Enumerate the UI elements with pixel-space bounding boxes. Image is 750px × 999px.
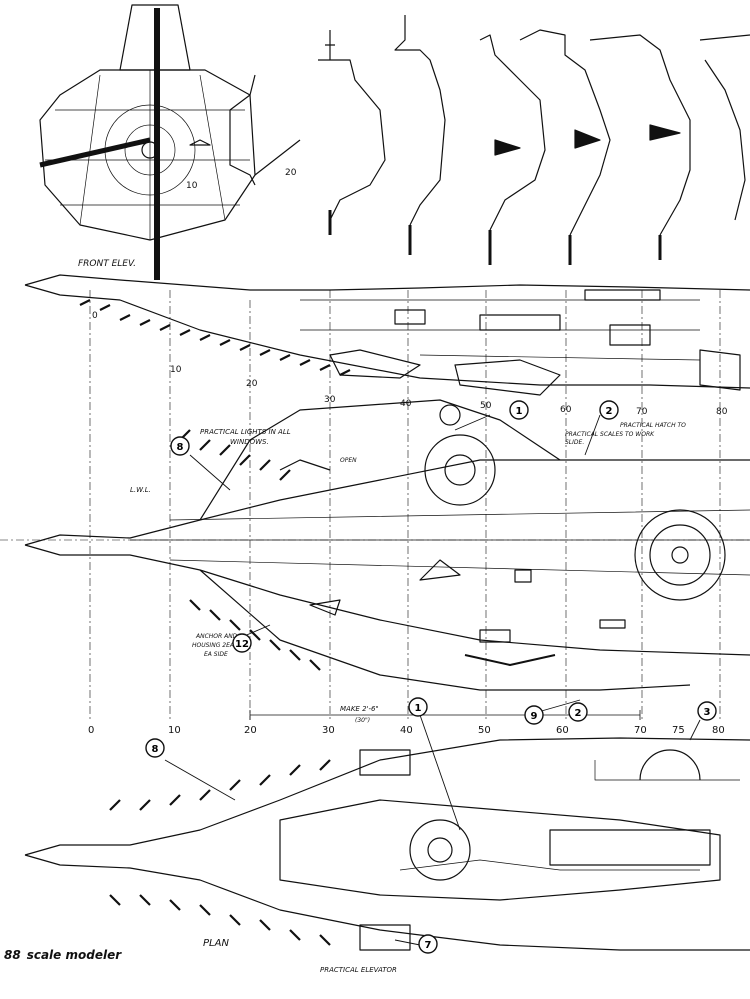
scale-tick: 80 [712, 725, 725, 736]
svg-text:1: 1 [516, 406, 523, 417]
practical-hatch-note: PRACTICAL HATCH TO [620, 422, 686, 429]
plan-label: PLAN [203, 938, 229, 949]
callout-2-lower: 2 [568, 702, 588, 722]
section-number: 10 [186, 181, 198, 191]
svg-text:8: 8 [177, 442, 184, 453]
scale-tick: 0 [88, 725, 94, 736]
practical-elevator-note: PRACTICAL ELEVATOR [320, 966, 397, 974]
anchor-note-3: EA SIDE [204, 651, 228, 658]
practical-lights-note: PRACTICAL LIGHTS IN ALL [200, 428, 291, 436]
callout-1-upper: 1 [509, 400, 529, 420]
section-number: 20 [285, 168, 297, 178]
scale-tick: 40 [400, 725, 413, 736]
make-length-sub: (30") [355, 717, 370, 724]
scale-tick: 30 [322, 725, 335, 736]
callout-9: 9 [524, 705, 544, 725]
front-elev-label: FRONT ELEV. [78, 259, 136, 269]
lwl-label: L.W.L. [130, 486, 151, 494]
callout-3: 3 [697, 701, 717, 721]
front-elevation-view [39, 4, 256, 280]
callout-12: 12 [232, 633, 252, 653]
scale-tick: 75 [672, 725, 685, 736]
practical-scales-note: PRACTICAL SCALES TO WORK [565, 431, 655, 438]
page-footer: 88 scale modeler [4, 948, 121, 962]
scale-tick: 50 [480, 401, 492, 411]
callout-7: 7 [418, 934, 438, 954]
svg-text:2: 2 [575, 708, 582, 719]
practical-hatch-note-2: SLIDE. [565, 439, 584, 446]
scale-tick: 70 [636, 407, 648, 417]
scale-tick: 30 [324, 395, 336, 405]
anchor-note: ANCHOR AND [195, 633, 238, 640]
practical-lights-note-2: WINDOWS. [230, 438, 269, 446]
scale-tick: 60 [560, 405, 572, 415]
callout-8-upper: 8 [170, 436, 190, 456]
callout-8-lower: 8 [145, 738, 165, 758]
svg-text:1: 1 [415, 703, 422, 714]
page-number: 88 [4, 948, 21, 962]
anchor-note-2: HOUSING 2EA [192, 642, 234, 649]
plan-view [24, 737, 750, 951]
side-profile-view [24, 274, 750, 396]
detail-elevation-view [24, 399, 750, 720]
svg-text:3: 3 [704, 707, 711, 718]
svg-text:8: 8 [152, 744, 159, 755]
callout-2-upper: 2 [599, 400, 619, 420]
scale-tick: 50 [478, 725, 491, 736]
make-length-note: MAKE 2'-6" [340, 705, 379, 713]
svg-text:12: 12 [235, 639, 249, 650]
scale-tick: 80 [716, 407, 728, 417]
station-lines [0, 290, 750, 720]
svg-text:9: 9 [531, 711, 538, 722]
svg-text:7: 7 [425, 940, 432, 951]
cross-sections [229, 15, 750, 265]
publication-name: scale modeler [26, 948, 122, 962]
scale-tick: 0 [92, 311, 98, 321]
scale-tick: 20 [246, 379, 258, 389]
scale-tick: 70 [634, 725, 647, 736]
scale-tick: 40 [400, 399, 412, 409]
svg-text:2: 2 [606, 406, 613, 417]
open-label: OPEN [340, 457, 357, 464]
scale-tick: 10 [168, 725, 181, 736]
scale-tick: 60 [556, 725, 569, 736]
scale-tick: 10 [170, 365, 182, 375]
scale-tick: 20 [244, 725, 257, 736]
callout-1-lower: 1 [408, 697, 428, 717]
